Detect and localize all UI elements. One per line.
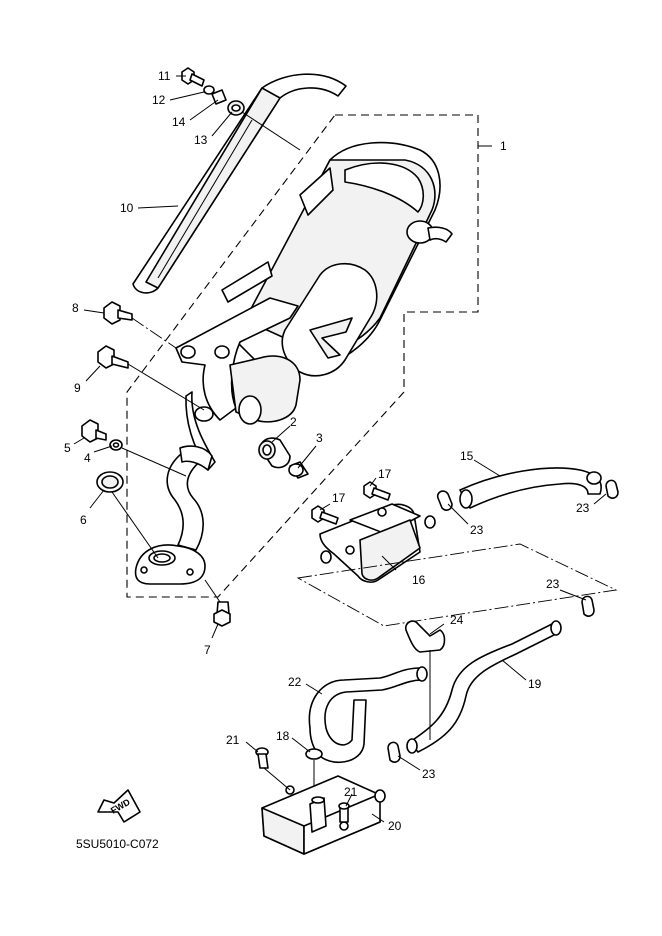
bolt-17-lower: [311, 505, 339, 525]
callout-18: 18: [276, 729, 290, 743]
callout-23-b: 23: [576, 501, 590, 515]
fwd-arrow-icon: FWD: [97, 789, 141, 823]
clip-23-hose15-front: [436, 490, 453, 511]
callout-4: 4: [84, 451, 91, 465]
leader-lines: [73, 75, 607, 823]
bolt-5: [81, 419, 107, 443]
callout-6: 6: [80, 513, 87, 527]
diagram-code: 5SU5010-C072: [76, 837, 159, 851]
callout-23-c: 23: [546, 577, 560, 591]
exhaust-pipe: [134, 297, 301, 585]
heat-protector: [132, 73, 347, 294]
callout-23-d: 23: [422, 767, 436, 781]
screw-21-left: [255, 747, 291, 791]
callout-20: 20: [388, 819, 402, 833]
bolt-11: [181, 67, 205, 87]
callout-15: 15: [460, 449, 474, 463]
callout-7: 7: [204, 643, 211, 657]
callout-21-left: 21: [226, 733, 240, 747]
hose-15: [459, 467, 602, 509]
callout-2: 2: [290, 415, 297, 429]
callout-17-lower: 17: [332, 491, 346, 505]
callout-17-upper: 17: [378, 467, 392, 481]
washer-4: [109, 439, 187, 477]
reed-valve-16: [319, 503, 436, 583]
hose-22: [308, 666, 428, 763]
bolt-8: [103, 301, 177, 349]
callout-14: 14: [172, 115, 186, 129]
pipe-19: [406, 620, 562, 754]
bolt-7: [204, 579, 231, 627]
collar-14: [211, 89, 227, 105]
callout-23-a: 23: [470, 523, 484, 537]
clamp-24: [404, 620, 446, 740]
callout-24: 24: [450, 613, 464, 627]
muffler-assembly-boundary: [126, 114, 479, 598]
callout-8: 8: [72, 301, 79, 315]
callout-5: 5: [64, 441, 71, 455]
callout-13: 13: [194, 133, 208, 147]
callout-1: 1: [500, 139, 507, 153]
clip-23-pipe19-top: [581, 595, 595, 617]
clip-23-pipe19-bottom: [387, 741, 401, 763]
hose-relation-line: [296, 543, 618, 627]
callout-labels: 1 11 12 14 13 10 8 9 5 4 6 7 2 3 15 17 1…: [64, 69, 590, 833]
grommet-13: [227, 100, 301, 151]
callout-22: 22: [288, 675, 302, 689]
bolt-9: [97, 345, 205, 411]
callout-11: 11: [158, 69, 171, 83]
muffler-body: [221, 141, 453, 377]
callout-3: 3: [316, 431, 323, 445]
callout-19: 19: [528, 677, 542, 691]
washer-12: [203, 85, 215, 95]
bolt-17-upper: [363, 481, 391, 501]
callout-21-right: 21: [344, 785, 358, 799]
callout-9: 9: [74, 381, 81, 395]
callout-16: 16: [412, 573, 426, 587]
screw-21-right: [338, 802, 350, 823]
bushing-2: [258, 437, 291, 469]
gasket-6: [96, 471, 159, 559]
clip-23-hose15-rear: [605, 479, 619, 499]
air-filter-20: [261, 775, 386, 855]
callout-10: 10: [120, 201, 134, 215]
callout-12: 12: [152, 93, 166, 107]
collar-3: [288, 461, 309, 479]
